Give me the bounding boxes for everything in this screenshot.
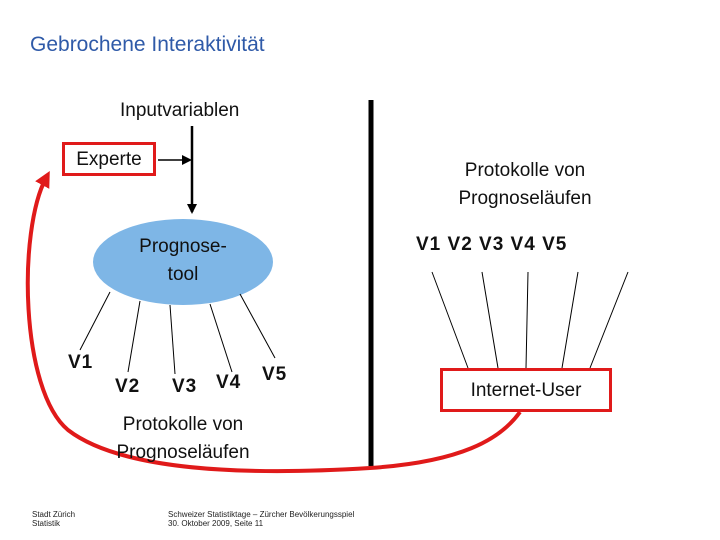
tool-version-lines (79, 291, 276, 375)
right-versions-label: V1 V2 V3 V4 V5 (416, 234, 568, 255)
page-title: Gebrochene Interaktivität (30, 33, 265, 56)
footer-center-line2: 30. Oktober 2009, Seite 11 (168, 519, 264, 528)
prognosis-tool-ellipse (93, 219, 273, 305)
version-label-v3: V3 (172, 376, 198, 397)
version-label-v4: V4 (216, 372, 242, 393)
protocols-left-line1: Protokolle von (122, 414, 244, 435)
version-label-v5: V5 (262, 364, 288, 385)
version-label-v2: V2 (115, 376, 141, 397)
expert-label: Experte (76, 149, 142, 170)
protocols-right-line1: Protokolle von (464, 160, 586, 181)
expert-box: Experte (62, 142, 156, 176)
input-variables-label: Inputvariablen (120, 100, 240, 121)
user-version-lines (431, 271, 629, 369)
internet-user-label: Internet-User (470, 380, 582, 401)
feedback-loop-arrow (25, 170, 522, 474)
version-label-v1: V1 (68, 352, 94, 373)
internet-user-box: Internet-User (440, 368, 612, 412)
prognosis-tool-label-line2: tool (167, 264, 199, 285)
footer-center-line1: Schweizer Statistiktage – Zürcher Bevölk… (168, 510, 355, 519)
protocols-left-line2: Prognoseläufen (116, 442, 250, 463)
footer-center: Schweizer Statistiktage – Zürcher Bevölk… (168, 510, 354, 528)
footer-left-line1: Stadt Zürich (32, 510, 76, 519)
footer-left-line2: Statistik (32, 519, 61, 528)
footer-left: Stadt Zürich Statistik (32, 510, 75, 528)
protocols-right-line2: Prognoseläufen (458, 188, 592, 209)
prognosis-tool-label-line1: Prognose- (139, 236, 227, 257)
